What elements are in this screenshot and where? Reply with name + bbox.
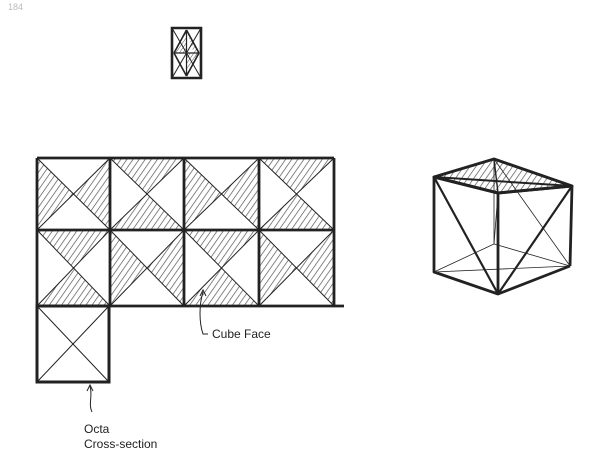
hatched-triangle xyxy=(37,158,74,230)
perspective-cube xyxy=(432,157,574,296)
hatched-triangle xyxy=(184,268,259,306)
octa-cross-section-square xyxy=(35,304,111,384)
octa-label: Octa xyxy=(84,422,110,436)
octahedron-icon xyxy=(170,26,203,80)
hatched-triangle xyxy=(110,194,184,230)
cube-face-label: Cube Face xyxy=(212,327,271,341)
hatched-triangle xyxy=(37,268,110,306)
cross-section-label: Cross-section xyxy=(84,437,158,451)
hatched-triangle xyxy=(110,158,184,194)
face-diagonal xyxy=(109,229,185,307)
face-diagonal xyxy=(183,157,260,231)
hatched-triangle xyxy=(221,158,259,230)
face-diagonal xyxy=(258,229,335,307)
hatched-triangle xyxy=(259,194,334,230)
hatched-triangle xyxy=(259,230,297,306)
cube-face-leader xyxy=(199,288,208,335)
cube-face-grid xyxy=(35,156,344,308)
hatched-triangle xyxy=(147,230,184,306)
face-diagonal xyxy=(36,229,111,307)
hatched-triangle xyxy=(296,230,334,306)
hatched-triangle xyxy=(259,158,334,194)
face-diagonal xyxy=(258,157,335,231)
hatched-triangle xyxy=(184,158,222,230)
hatched-triangle xyxy=(110,230,147,306)
octa-leader xyxy=(86,383,94,413)
hatched-triangle xyxy=(184,230,259,268)
hatched-triangle xyxy=(73,158,110,230)
face-diagonal xyxy=(183,229,260,307)
face-diagonal xyxy=(36,157,111,231)
page-number: 184 xyxy=(8,2,23,12)
hatched-triangle xyxy=(37,230,110,268)
face-diagonal xyxy=(109,157,185,231)
